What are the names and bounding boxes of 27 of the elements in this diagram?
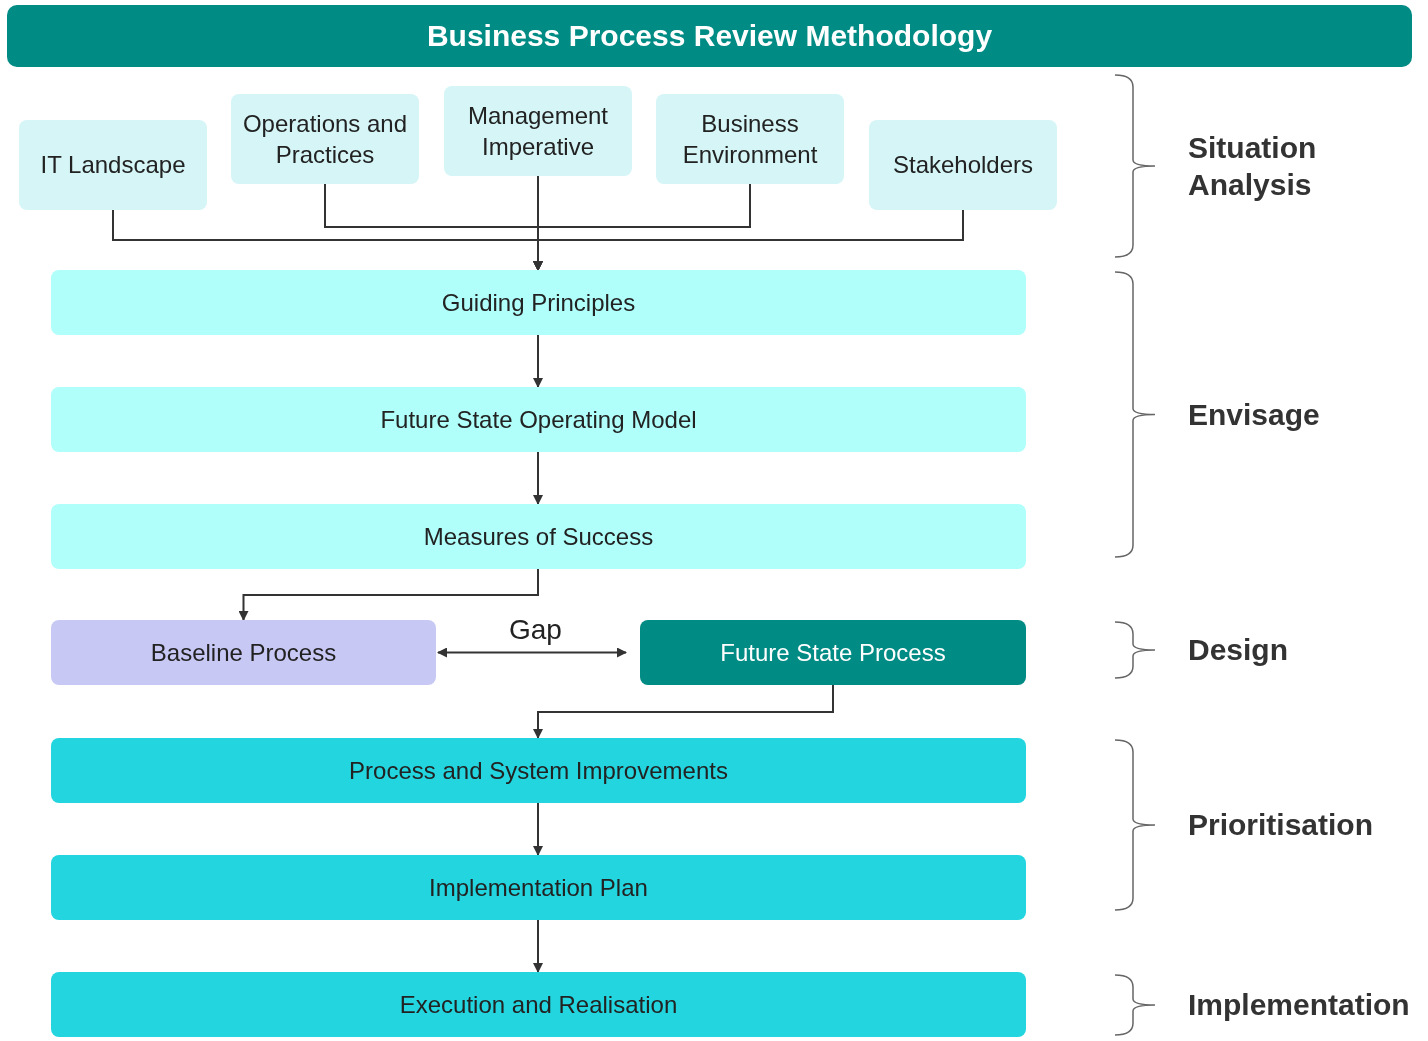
process-box: Implementation Plan xyxy=(51,855,1026,920)
process-box: Measures of Success xyxy=(51,504,1026,569)
arrow xyxy=(533,919,543,973)
phase-label: Implementation xyxy=(1188,987,1410,1023)
process-box: Process and System Improvements xyxy=(51,738,1026,803)
arrow xyxy=(533,684,834,739)
phase-label: Design xyxy=(1188,632,1289,668)
process-box: Future State Process xyxy=(640,620,1026,685)
arrow xyxy=(238,568,539,621)
title-banner: Business Process Review Methodology xyxy=(7,5,1412,67)
process-box: Execution and Realisation xyxy=(51,972,1026,1037)
phase-label: Situation Analysis xyxy=(1188,129,1318,203)
arrow xyxy=(533,334,543,388)
phase-label: Prioritisation xyxy=(1188,807,1374,843)
arrow xyxy=(533,209,964,271)
process-box: Stakeholders xyxy=(869,120,1057,210)
process-box: Operations and Practices xyxy=(231,94,419,184)
arrow xyxy=(437,647,627,658)
phase-label: Envisage xyxy=(1188,396,1320,433)
process-box: Guiding Principles xyxy=(51,270,1026,335)
process-box: Future State Operating Model xyxy=(51,387,1026,452)
process-box: IT Landscape xyxy=(19,120,207,210)
process-box: Business Environment xyxy=(656,94,844,184)
arrow xyxy=(533,802,543,856)
arrow xyxy=(533,451,543,505)
process-box: Management Imperative xyxy=(444,86,632,176)
process-box: Baseline Process xyxy=(51,620,436,685)
